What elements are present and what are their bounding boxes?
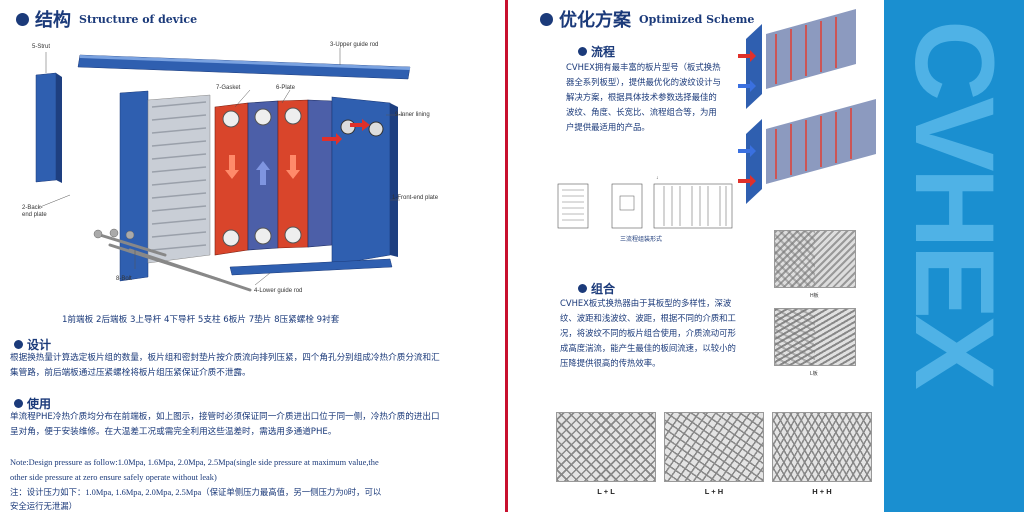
label-upper-guide-rod: 3-Upper guide rod — [330, 42, 379, 48]
plate-texture-l — [774, 308, 856, 366]
bullet-dot-icon — [14, 340, 23, 349]
plate-l-label: L板 — [810, 371, 818, 377]
plate-stack-illustration — [738, 9, 876, 204]
combo-label-l-h: L + H — [704, 487, 724, 496]
optimize-title-en: Optimized Scheme — [639, 12, 755, 26]
combo-paragraph: CVHEX板式换热器由于其板型的多样性，深波纹、波距和浅波纹、波距，根据不同的介… — [560, 298, 736, 368]
plate-texture-h — [774, 230, 856, 288]
label-gasket: 7-Gasket — [216, 85, 241, 91]
note-cn-line-1: 注：设计压力如下：1.0Mpa, 1.6Mpa, 2.0Mpa, 2.5Mpa（… — [10, 488, 382, 497]
structure-title-cn: 结构 — [35, 10, 71, 31]
label-strut: 5-Strut — [32, 44, 51, 50]
heat-exchanger-illustration — [35, 48, 411, 292]
bullet-dot-icon — [16, 12, 29, 26]
combo-texture-l-h — [664, 412, 764, 482]
combo-label-h-h: H + H — [812, 487, 832, 496]
combo-texture-l-l — [556, 412, 656, 482]
label-bolt: 8-Bolt — [116, 276, 132, 282]
combo-heading-text: 组合 — [591, 282, 616, 296]
design-paragraph: 根据换热量计算选定板片组的数量，板片组和密封垫片按介质流向排列压紧，四个角孔分别… — [10, 353, 440, 378]
label-back-end-plate-2: end plate — [22, 212, 47, 218]
label-plate: 6-Plate — [276, 85, 296, 91]
flow-diagram-caption: 三流程组装形式 — [620, 236, 663, 243]
combo-texture-h-h — [772, 412, 872, 482]
flow-diagram-tick: ↓ — [656, 175, 659, 181]
usage-heading-text: 使用 — [27, 397, 52, 411]
usage-heading: 使用 — [14, 395, 51, 412]
combo-label-l-l: L + L — [597, 487, 615, 496]
optimized-scheme-page: 优化方案 Optimized Scheme 流程 CVHEX拥有最丰富的板片型号… — [508, 0, 1024, 512]
optimize-title-cn: 优化方案 — [559, 10, 631, 31]
brand-band: CVHEX — [884, 0, 1024, 512]
note-en-line-2: other side pressure at zero ensure safel… — [10, 473, 217, 482]
bullet-dot-icon — [14, 399, 23, 408]
three-pass-flow-diagram — [557, 183, 733, 229]
structure-title-en: Structure of device — [79, 12, 198, 26]
page-divider — [505, 0, 508, 512]
flow-heading-text: 流程 — [591, 45, 616, 59]
label-back-end-plate-1: 2-Back- — [22, 205, 43, 211]
design-heading-text: 设计 — [27, 338, 52, 352]
plate-h-label: H板 — [810, 293, 819, 299]
usage-paragraph: 单流程PHE冷热介质均分布在前端板，如上图示，接管时必须保证同一介质进出口位于同… — [10, 412, 440, 437]
flow-paragraph: CVHEX拥有最丰富的板片型号（板式换热器全系列板型），提供最优化的波纹设计与解… — [566, 62, 721, 132]
structure-page: 结构 Structure of device — [0, 0, 505, 512]
optimize-heading: 优化方案 Optimized Scheme — [540, 6, 754, 32]
bullet-dot-icon — [578, 47, 587, 56]
flow-heading: 流程 — [578, 43, 615, 60]
note-cn-line-2: 安全运行无泄漏） — [10, 502, 77, 511]
brand-logo-text: CVHEX — [892, 20, 1017, 386]
label-front-end-plate: 1-Front-end plate — [392, 195, 439, 201]
structure-heading: 结构 Structure of device — [16, 6, 197, 32]
label-inner-lining: 9-Inner lining — [395, 112, 430, 118]
parts-list: 1前端板 2后端板 3上导杆 4下导杆 5支柱 6板片 7垫片 8压紧螺栓 9衬… — [62, 315, 340, 325]
combo-heading: 组合 — [578, 280, 615, 297]
label-lower-guide-rod: 4-Lower guide rod — [254, 288, 303, 294]
bullet-dot-icon — [578, 284, 587, 293]
bullet-dot-icon — [540, 12, 553, 26]
note-en-line-1: Note:Design pressure as follow:1.0Mpa, 1… — [10, 458, 379, 467]
design-heading: 设计 — [14, 336, 51, 353]
